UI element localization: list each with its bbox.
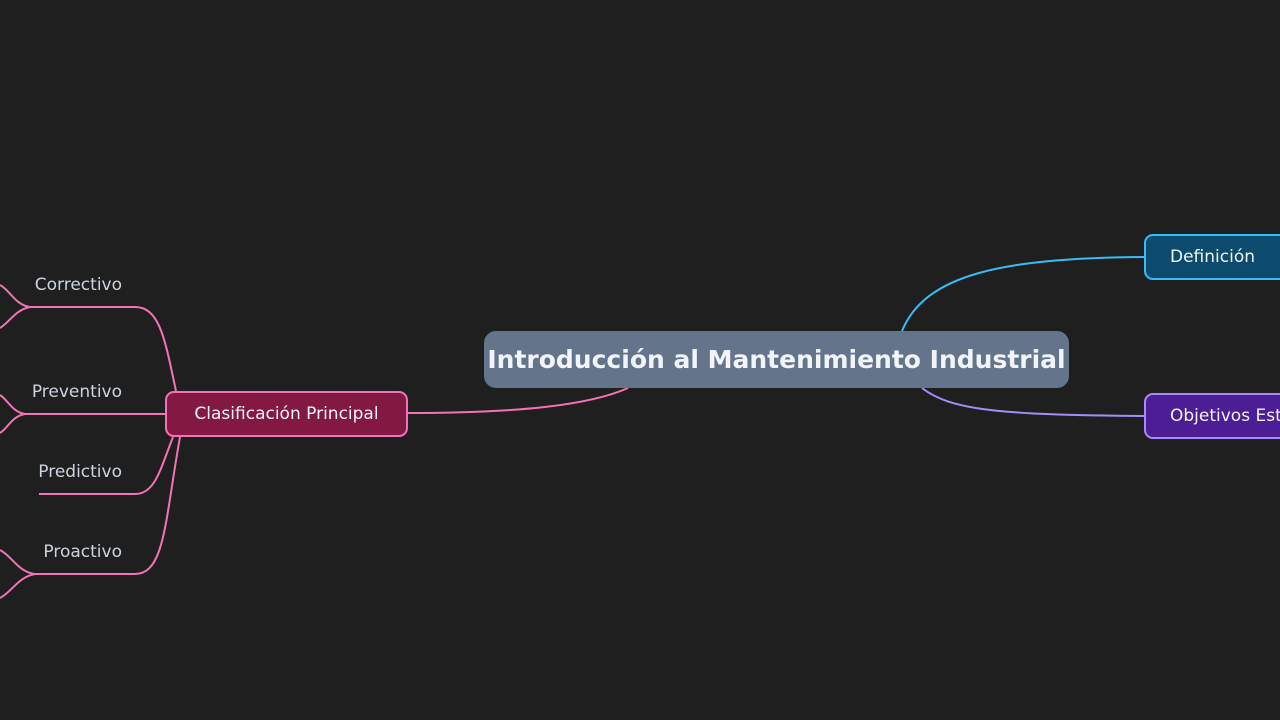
link-proactivo bbox=[35, 436, 181, 575]
link-correctivo-sub1 bbox=[0, 284, 31, 308]
link-preventivo-sub1 bbox=[0, 394, 26, 415]
link-correctivo bbox=[30, 306, 177, 392]
leaf-correctivo[interactable]: Correctivo bbox=[34, 275, 122, 295]
link-root-clasificacion bbox=[407, 387, 629, 414]
link-correctivo-sub2 bbox=[0, 306, 31, 329]
leaf-preventivo[interactable]: Preventivo bbox=[31, 382, 122, 402]
link-proactivo-sub2 bbox=[0, 573, 36, 599]
leaf-predictivo[interactable]: Predictivo bbox=[38, 462, 122, 482]
node-objetivos[interactable]: Objetivos Est bbox=[1144, 393, 1280, 439]
link-root-objetivos bbox=[921, 387, 1145, 417]
link-preventivo-sub2 bbox=[0, 413, 26, 434]
definicion-label: Definición bbox=[1170, 247, 1255, 267]
clasificacion-label: Clasificación Principal bbox=[194, 404, 379, 424]
root-label: Introducción al Mantenimiento Industrial bbox=[487, 345, 1066, 374]
link-root-definicion bbox=[901, 256, 1145, 332]
root-node[interactable]: Introducción al Mantenimiento Industrial bbox=[484, 331, 1069, 388]
objetivos-label: Objetivos Est bbox=[1170, 406, 1280, 426]
node-clasificacion-principal[interactable]: Clasificación Principal bbox=[165, 391, 408, 437]
leaf-proactivo[interactable]: Proactivo bbox=[43, 542, 122, 562]
node-definicion[interactable]: Definición bbox=[1144, 234, 1280, 280]
link-predictivo bbox=[39, 436, 174, 495]
link-proactivo-sub1 bbox=[0, 549, 36, 575]
